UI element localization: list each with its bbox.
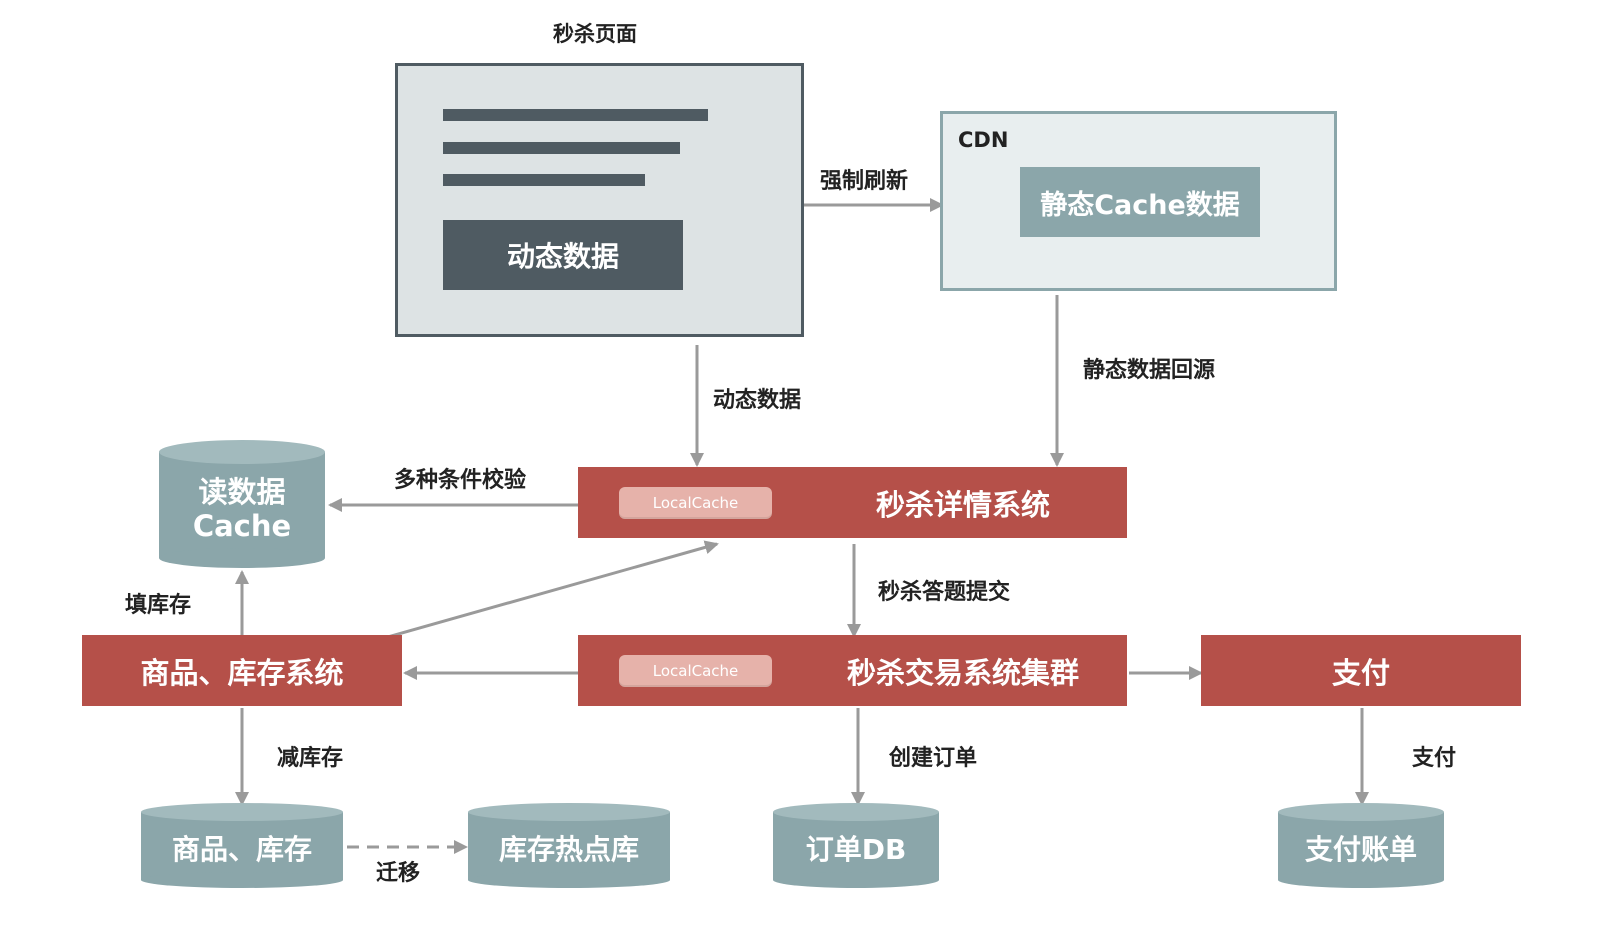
goods-stock-db-cylinder [141,803,343,888]
label-create-order: 创建订单 [889,746,978,771]
goods-stock-system-box: 商品、库存系统 [82,635,402,706]
read-cache-label: 读数据 Cache [159,466,325,552]
text-line-1 [443,109,708,121]
label-reduce-stock: 减库存 [277,746,344,771]
local-cache-pill-2: LocalCache [619,655,772,687]
dynamic-data-box: 动态数据 [443,220,683,290]
label-quiz-submit: 秒杀答题提交 [878,580,1011,605]
text-line-2 [443,142,680,154]
label-static-back-source: 静态数据回源 [1083,358,1216,383]
pay-bill-label: 支付账单 [1304,833,1417,866]
label-fill-stock: 填库存 [125,593,192,618]
goods-stock-db-label: 商品、库存 [171,833,312,866]
read-cache-label-line2: Cache [192,509,292,543]
label-dynamic-data: 动态数据 [713,388,802,413]
read-cache-cylinder [159,440,325,568]
label-multi-check: 多种条件校验 [394,468,527,493]
trade-cluster-label: 秒杀交易系统集群 [846,655,1079,690]
payment-box: 支付 [1201,635,1521,706]
static-cache-data-box: 静态Cache数据 [1020,167,1260,237]
detail-system-label: 秒杀详情系统 [875,487,1050,522]
label-migrate: 迁移 [376,861,421,886]
local-cache-pill-1: LocalCache [619,487,772,519]
page-title: 秒杀页面 [553,22,637,46]
trade-cluster-box: LocalCache 秒杀交易系统集群 [578,635,1127,706]
text-line-3 [443,174,645,186]
detail-system-box: LocalCache 秒杀详情系统 [578,467,1127,538]
label-force-refresh: 强制刷新 [820,169,909,194]
flash-sale-page-panel: 动态数据 [395,63,804,337]
cdn-panel: CDN 静态Cache数据 [940,111,1337,291]
order-db-cylinder [773,803,939,888]
stock-hot-db-cylinder [468,803,670,888]
pay-bill-cylinder [1278,803,1444,888]
read-cache-label-line1: 读数据 [198,475,286,509]
cdn-title: CDN [958,128,1009,152]
order-db-label: 订单DB [805,833,907,866]
stock-hot-db-label: 库存热点库 [498,833,639,866]
label-pay: 支付 [1412,746,1457,771]
edge-goods-to-detail [369,540,719,644]
